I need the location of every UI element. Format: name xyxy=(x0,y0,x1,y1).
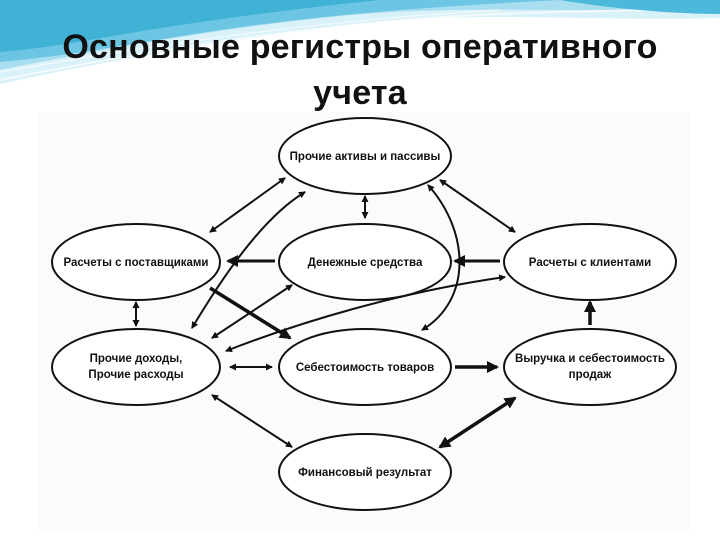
slide-title-line-2: учета xyxy=(313,74,407,112)
connectors xyxy=(132,177,596,449)
node-label-line-1: Прочие доходы, xyxy=(90,353,183,365)
node-cash: Денежные средства xyxy=(278,223,452,301)
node-label: Себестоимость товаров xyxy=(296,362,434,374)
node-label: Расчеты с поставщиками xyxy=(64,257,209,269)
node-cogs: Себестоимость товаров xyxy=(278,328,452,406)
arrow-assets-customers xyxy=(439,179,516,233)
node-label-line-1: Выручка и себестоимость xyxy=(515,353,665,365)
slide-title-line-1: Основные регистры оперативного xyxy=(62,28,658,66)
node-suppliers: Расчеты с поставщиками xyxy=(51,223,221,301)
arrow-customers-other xyxy=(225,274,506,353)
node-label: Расчеты с клиентами xyxy=(529,257,651,269)
header-wave-decoration xyxy=(0,0,720,84)
slide-title: Основные регистры оперативного учета xyxy=(0,24,720,116)
node-financial-result: Финансовый результат xyxy=(278,433,452,511)
arrow-revenue-result xyxy=(438,396,517,449)
node-other-income-expenses: Прочие доходы, Прочие расходы xyxy=(51,328,221,406)
node-label-line-2: Прочие расходы xyxy=(88,369,183,381)
arrow-assets-other xyxy=(191,191,306,329)
arrow-assets-suppliers xyxy=(209,177,286,233)
node-label: Прочие активы и пассивы xyxy=(290,151,441,163)
arrow-other-result xyxy=(211,394,293,448)
node-label-line-2: продаж xyxy=(569,369,613,381)
node-label: Денежные средства xyxy=(308,257,423,269)
node-other-assets: Прочие активы и пассивы xyxy=(278,117,452,195)
node-label: Финансовый результат xyxy=(298,467,432,479)
node-revenue-cost-of-sales: Выручка и себестоимость продаж xyxy=(503,328,677,406)
node-customers: Расчеты с клиентами xyxy=(503,223,677,301)
